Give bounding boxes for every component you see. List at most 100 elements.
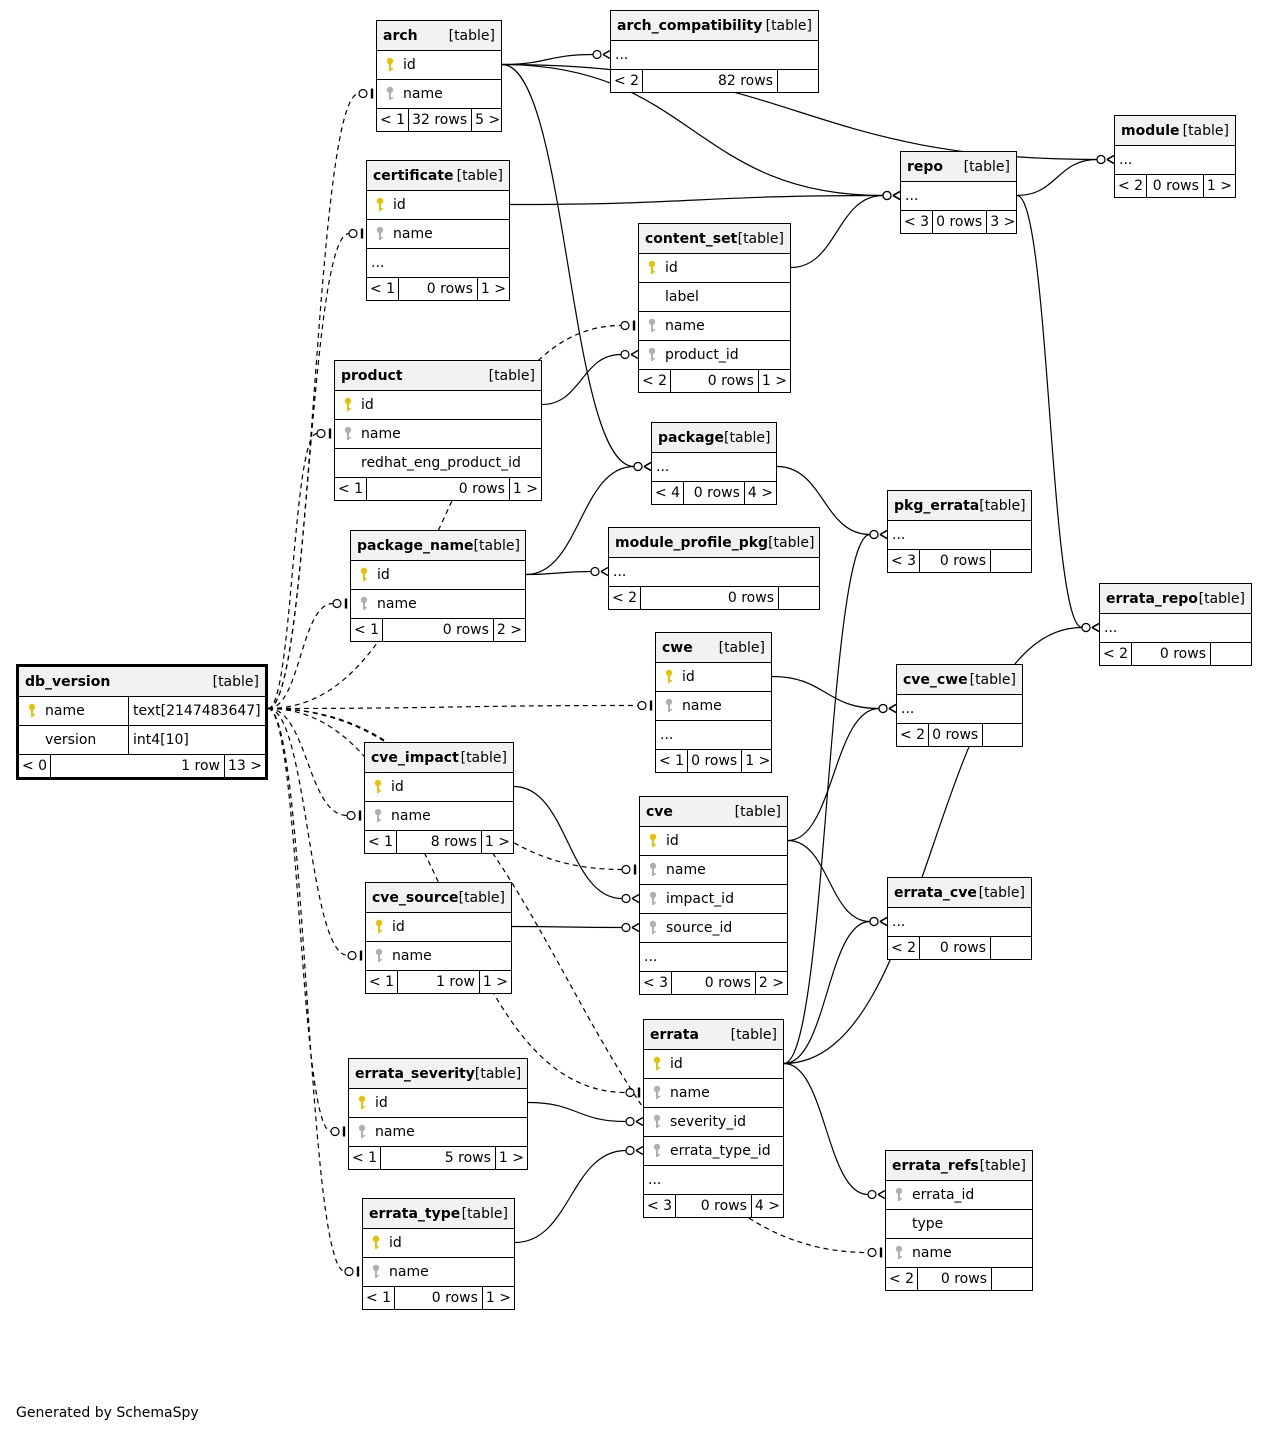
row-count: 82 rows	[643, 70, 778, 92]
parents-link[interactable]: < 2	[639, 370, 672, 392]
children-link[interactable]	[991, 937, 1031, 959]
parents-link[interactable]: < 3	[901, 211, 934, 233]
parents-link[interactable]: < 2	[888, 937, 921, 959]
parents-link[interactable]: < 2	[1115, 175, 1148, 197]
children-link[interactable]	[983, 724, 1023, 746]
parents-link[interactable]: < 1	[335, 478, 368, 500]
crowfoot-marker	[625, 1145, 644, 1156]
parents-link[interactable]: < 1	[351, 619, 384, 641]
one-marker	[625, 1087, 641, 1098]
parents-link[interactable]: < 2	[609, 587, 642, 609]
children-link[interactable]	[1211, 643, 1251, 665]
column-row: id	[335, 391, 541, 420]
column-row: ...	[644, 1166, 783, 1195]
parents-link[interactable]: < 3	[644, 1195, 677, 1217]
parents-link[interactable]: < 4	[652, 482, 685, 504]
children-link[interactable]: 1 >	[745, 753, 771, 769]
column-row: source_id	[640, 914, 787, 943]
column-row: name	[335, 420, 541, 449]
parents-link[interactable]: < 3	[640, 972, 673, 994]
index-key-icon	[363, 1264, 389, 1280]
children-link[interactable]: 4 >	[754, 1198, 780, 1214]
row-count: 0 rows	[395, 1287, 483, 1309]
column-row: ...	[367, 249, 509, 278]
children-link[interactable]: 3 >	[990, 214, 1016, 230]
index-key-icon	[886, 1187, 912, 1203]
parents-link[interactable]: < 1	[363, 1287, 396, 1309]
children-link[interactable]: 13 >	[228, 758, 262, 774]
primary-key-icon	[335, 397, 361, 413]
parents-link[interactable]: < 0	[19, 755, 52, 777]
parents-link[interactable]: < 1	[366, 971, 399, 993]
row-count: 0 rows	[918, 1268, 992, 1290]
children-link[interactable]: 1 >	[482, 974, 508, 990]
column-name: name	[361, 426, 401, 442]
table-header: errata_repo[table]	[1100, 584, 1251, 614]
parents-link[interactable]: < 1	[367, 278, 400, 300]
parents-link[interactable]: < 2	[886, 1268, 919, 1290]
children-link[interactable]	[779, 587, 819, 609]
parents-link[interactable]: < 2	[1100, 643, 1133, 665]
relationship-edge	[267, 707, 346, 1273]
children-link[interactable]: 1 >	[485, 1290, 511, 1306]
parents-link[interactable]: < 2	[897, 724, 930, 746]
crowfoot-marker	[621, 893, 640, 904]
children-link[interactable]: 1 >	[761, 373, 787, 389]
children-link[interactable]: 1 >	[484, 834, 510, 850]
table-header: module_profile_pkg[table]	[609, 528, 819, 558]
children-link[interactable]	[992, 1268, 1032, 1290]
parents-link[interactable]: < 1	[656, 750, 689, 772]
column-row: name	[363, 1258, 514, 1287]
children-link[interactable]	[991, 550, 1031, 572]
children-link[interactable]: 5 >	[475, 112, 501, 128]
children-link[interactable]: 1 >	[1206, 178, 1232, 194]
children-link[interactable]: 4 >	[747, 485, 773, 501]
primary-key-icon	[363, 1235, 389, 1251]
parents-link[interactable]: < 3	[888, 550, 921, 572]
table-name: certificate	[373, 167, 454, 184]
column-row: ...	[888, 521, 1031, 550]
children-link[interactable]	[778, 70, 818, 92]
children-link[interactable]: 1 >	[512, 481, 538, 497]
children-link[interactable]: 1 >	[480, 281, 506, 297]
crowfoot-marker	[1096, 154, 1115, 165]
parents-link[interactable]: < 1	[349, 1147, 382, 1169]
relationship-edge	[527, 1101, 627, 1123]
index-key-icon	[640, 891, 666, 907]
parents-link[interactable]: < 1	[377, 109, 410, 131]
children-link[interactable]: 1 >	[498, 1150, 524, 1166]
relationship-edge	[787, 839, 871, 923]
children-link[interactable]: 2 >	[758, 975, 784, 991]
parents-link[interactable]: < 1	[365, 831, 398, 853]
crowfoot-marker	[633, 461, 652, 472]
table-name: repo	[907, 158, 944, 175]
table-header: arch[table]	[377, 21, 501, 51]
children-link[interactable]: 2 >	[496, 622, 522, 638]
parents-link[interactable]: < 2	[611, 70, 644, 92]
